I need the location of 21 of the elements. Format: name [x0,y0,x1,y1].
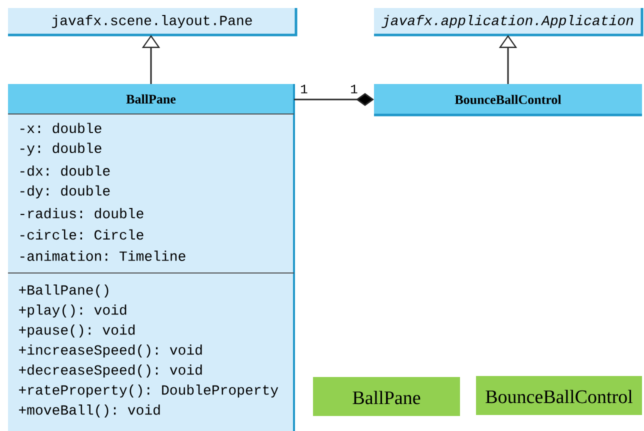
label-box: BounceBallControl [476,376,642,415]
attribute-text: -radius: double [20,208,144,218]
attribute-text: -circle: Circle [20,229,144,240]
interface-box: javafx.scene.layout.Pane [8,8,298,36]
class-box: BounceBallControl [374,84,642,116]
label-box: BallPane [313,377,460,416]
attribute-text: -dx: double [20,165,110,176]
method-text: +decreaseSpeed(): void [19,364,202,378]
method-text: +increaseSpeed(): void [19,344,202,358]
method-text: +rateProperty(): DoubleProperty [19,384,278,398]
method-text: +pause(): void [19,324,135,338]
attribute-text: -y: double [20,142,102,156]
method-text: +moveBall(): void [19,404,160,418]
attribute-text: -animation: Timeline [20,250,186,261]
method-text: +BallPane() [19,284,108,298]
attribute-text: -dy: double [20,185,110,198]
multiplicity-label: 1 [301,84,308,94]
multiplicity-label: 1 [351,84,358,94]
attribute-text: -x: double [20,122,102,134]
interface-box: javafx.application.Application [374,8,644,36]
method-text: +play(): void [19,304,126,318]
